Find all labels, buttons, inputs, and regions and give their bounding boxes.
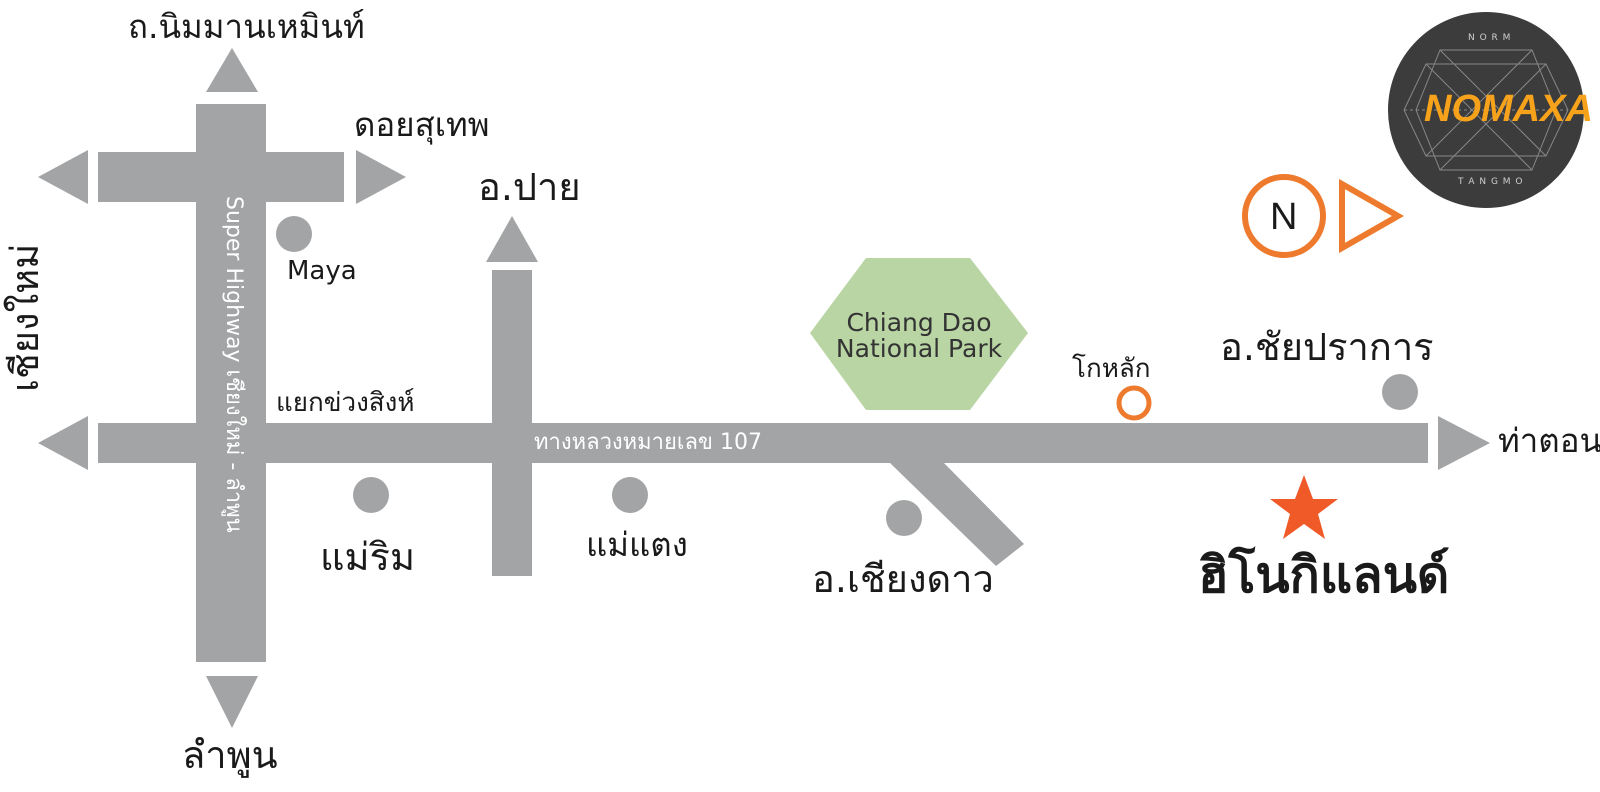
kohlak-marker [1116,385,1152,421]
roads [98,104,1428,662]
north-indicator [1242,174,1405,258]
maya-marker [276,216,312,252]
route-107-road [98,423,1428,463]
chiang-mai-label: เชียงใหม่ [3,243,47,392]
arrow-north [206,48,258,92]
logo-top-text: N O R M [1468,33,1512,43]
park-name-line1: Chiang Dao [846,308,992,337]
mae-taeng-label: แม่แตง [586,525,688,564]
mae-taeng-marker [612,477,648,513]
arrow-west-main [38,416,88,470]
tha-ton-label: ท่าตอน [1498,421,1600,460]
arrow-west-upper [38,150,88,204]
chiang-dao-label: อ.เชียงดาว [812,557,994,601]
mae-rim-label: แม่ริม [320,535,415,579]
town-markers [276,216,1418,536]
arrow-south [206,676,258,728]
yaek-khuang-sing-label: แยกข่วงสิงห์ [276,388,415,418]
superhighway-label: Super Highway เชียงใหม่ - ลำพูน [221,196,246,533]
north-circle-icon [1242,174,1326,258]
logo-brand-text: NOMAXA [1424,88,1593,130]
arrow-east-main [1438,416,1490,470]
national-park-label: Chiang Dao National Park [808,308,1030,364]
arrow-east-upper [356,150,406,204]
park-name-line2: National Park [835,334,1003,364]
arrows [38,48,1490,728]
mae-rim-marker [353,477,389,513]
logo-bottom-text: T A N G M O [1458,177,1524,187]
maya-label: Maya [287,256,357,286]
doi-suthep-road [98,152,344,202]
pai-label: อ.ปาย [478,165,581,209]
arrow-pai [486,216,538,262]
chiang-dao-branch [890,463,1024,566]
lamphun-label: ลำพูน [182,733,278,777]
north-letter: N [1270,196,1298,238]
national-park-hexagon [810,258,1028,410]
destination-star-icon [1270,475,1338,539]
chai-prakan-marker [1382,374,1418,410]
destination-label: ฮิโนกิแลนด์ [1198,546,1450,604]
doi-suthep-label: ดอยสุเทพ [354,105,490,144]
north-arrow-icon [1339,178,1405,254]
chiang-dao-marker [886,500,922,536]
nimman-road-label: ถ.นิมมานเหมินท์ [128,7,365,46]
chai-prakan-label: อ.ชัยปราการ [1220,325,1434,369]
nomaxa-logo [1388,12,1584,208]
route-107-label: ทางหลวงหมายเลข 107 [534,430,762,455]
kohlak-label: โกหลัก [1072,354,1151,384]
